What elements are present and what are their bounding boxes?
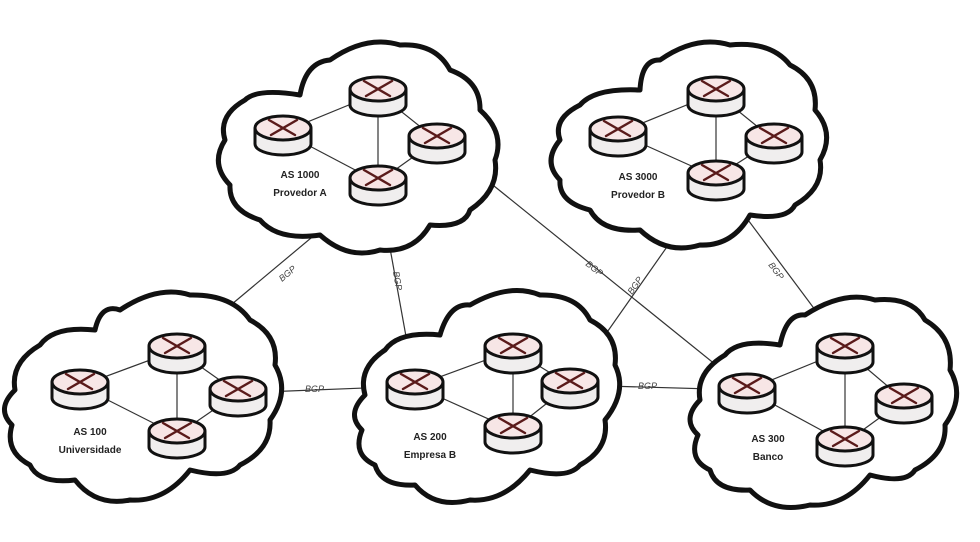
- router-icon: [483, 412, 543, 455]
- router-icon: [407, 122, 467, 165]
- router-icon: [348, 75, 408, 118]
- cloud-outline: [687, 294, 960, 510]
- as-name-label: Banco: [753, 452, 784, 463]
- link-label: BGP: [766, 260, 785, 281]
- router-icon: [253, 114, 313, 157]
- link-label: BGP: [638, 381, 657, 391]
- as-number-label: AS 100: [73, 427, 107, 438]
- link-label: BGP: [277, 264, 298, 284]
- router-icon: [874, 382, 934, 425]
- as-number-label: AS 200: [413, 432, 447, 443]
- router-icon: [815, 425, 875, 468]
- router-icon: [717, 372, 777, 415]
- as-name-label: Empresa B: [404, 450, 456, 461]
- as-name-label: Provedor A: [273, 188, 327, 199]
- as-number-label: AS 300: [751, 434, 785, 445]
- cloud-outline: [548, 39, 830, 251]
- as-name-label: Universidade: [59, 445, 122, 456]
- router-icon: [147, 332, 207, 375]
- cloud-outline: [215, 39, 501, 256]
- router-icon: [744, 122, 804, 165]
- router-icon: [686, 159, 746, 202]
- router-icon: [540, 367, 600, 410]
- as-name-label: Provedor B: [611, 190, 665, 201]
- as-number-label: AS 1000: [281, 170, 320, 181]
- link-label: BGP: [305, 384, 324, 394]
- cloud-outline: [2, 289, 285, 504]
- router-icon: [483, 332, 543, 375]
- router-icon: [588, 115, 648, 158]
- as-number-label: AS 3000: [619, 172, 658, 183]
- router-icon: [50, 368, 110, 411]
- router-icon: [208, 375, 268, 418]
- router-icon: [815, 332, 875, 375]
- router-icon: [147, 417, 207, 460]
- router-icon: [686, 75, 746, 118]
- cloud-outline: [352, 288, 623, 505]
- link-label: BGP: [625, 275, 644, 296]
- router-icon: [348, 164, 408, 207]
- router-icon: [385, 368, 445, 411]
- link-label: BGP: [391, 271, 404, 291]
- link-label: BGP: [584, 259, 605, 279]
